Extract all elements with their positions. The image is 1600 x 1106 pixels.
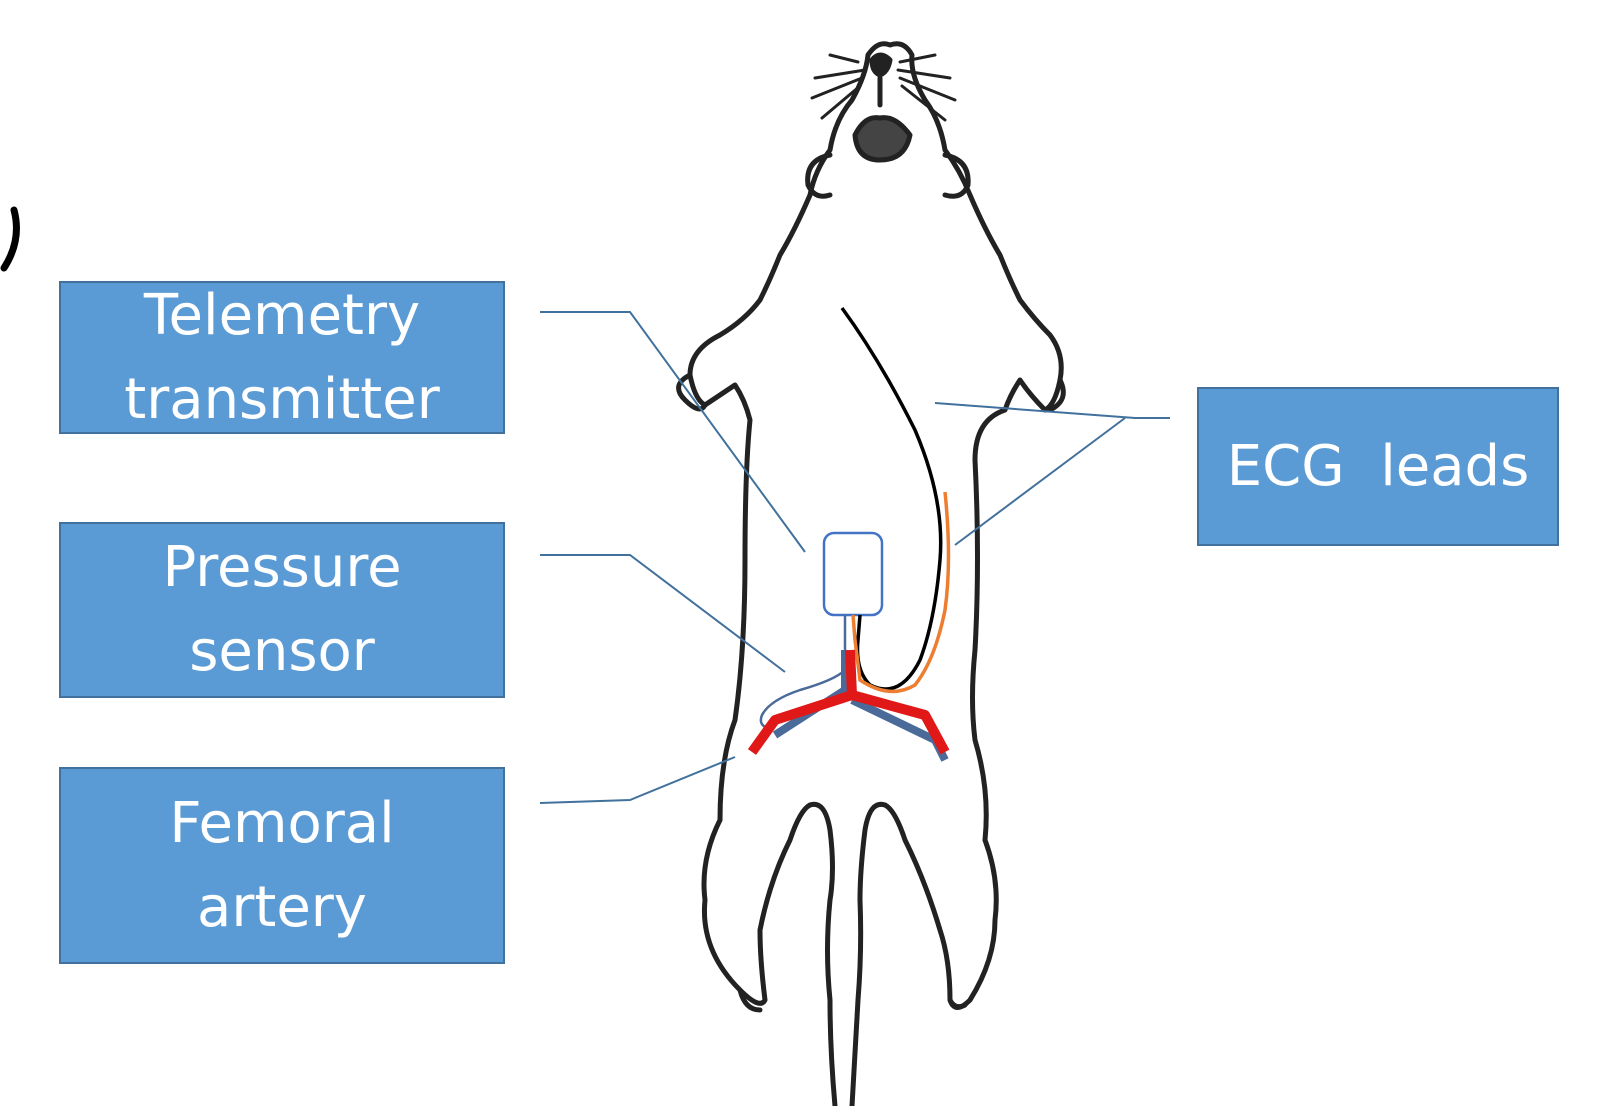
label-telemetry-line1: Telemetry [124, 274, 439, 358]
label-femoral-line1: Femoral [169, 782, 394, 866]
telemetry-transmitter-device [824, 533, 882, 615]
label-femoral-line2: artery [169, 866, 394, 950]
label-pressure-line1: Pressure [162, 526, 401, 610]
label-telemetry-line2: transmitter [124, 358, 439, 442]
leader-telemetry [540, 312, 805, 552]
label-ecg-line1: ECG leads [1227, 425, 1530, 509]
stray-mark [4, 210, 16, 268]
label-pressure-line2: sensor [162, 610, 401, 694]
label-ecg-leads: ECG leads [1197, 387, 1559, 546]
leader-femoral [540, 757, 735, 803]
ecg-lead-black [842, 308, 941, 689]
leader-pressure [540, 555, 785, 672]
label-telemetry-transmitter: Telemetry transmitter [59, 281, 505, 434]
label-femoral-artery: Femoral artery [59, 767, 505, 964]
label-pressure-sensor: Pressure sensor [59, 522, 505, 698]
